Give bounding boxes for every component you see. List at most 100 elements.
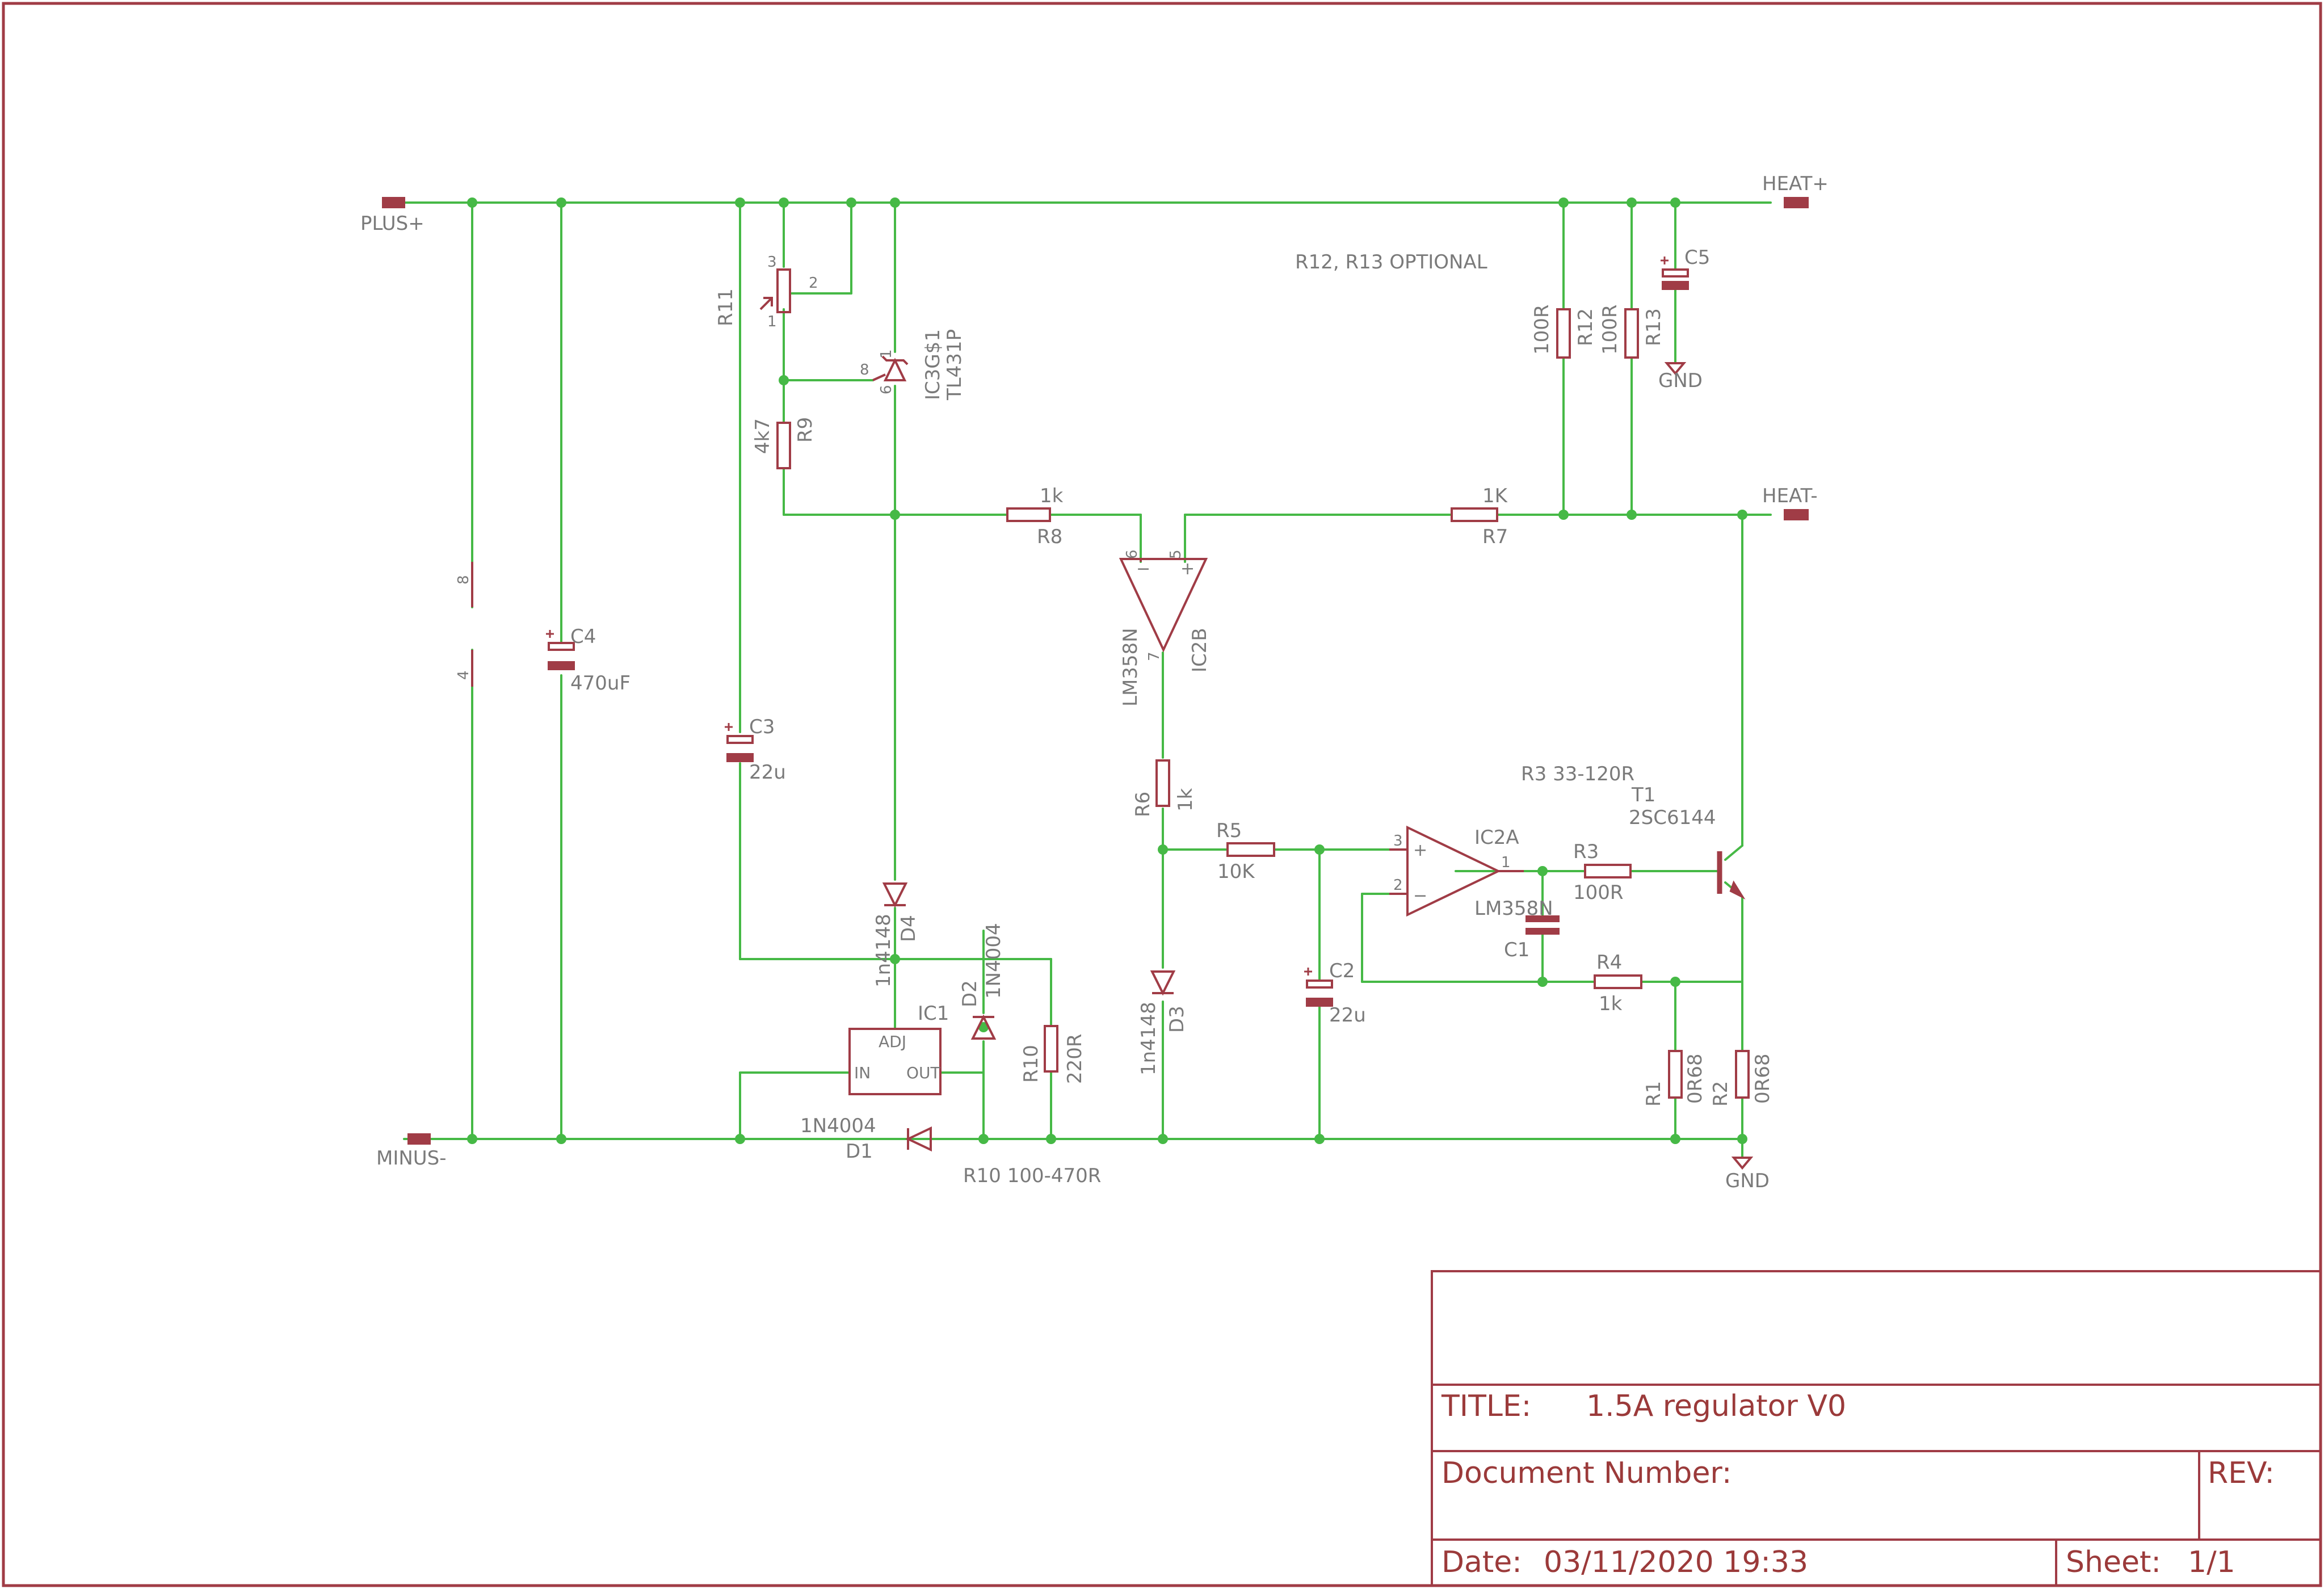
c4-name: C4 (570, 625, 596, 648)
r6-value: 1k (1174, 788, 1197, 812)
gnd-label-1: GND (1658, 369, 1703, 392)
ic2a-name: IC2A (1474, 826, 1519, 849)
r7-name: R7 (1482, 526, 1508, 548)
port-heat-minus-marker (1784, 509, 1809, 520)
d3-value: 1n4148 (1137, 1002, 1160, 1075)
ic3-pin8: 8 (860, 361, 869, 379)
diode-d4 (882, 882, 908, 908)
potentiometer-r11 (776, 268, 791, 313)
tl431-symbol (872, 355, 909, 381)
r13-name: R13 (1642, 308, 1665, 346)
c3-name: C3 (749, 716, 775, 738)
ic2a-value: LM358N (1474, 897, 1553, 920)
r12-value: 100R (1531, 304, 1553, 355)
ic2a-pin3: 3 (1393, 833, 1403, 850)
diode-d3 (1150, 970, 1176, 996)
c4-value: 470uF (570, 672, 631, 695)
ic2b-name: IC2B (1188, 628, 1211, 672)
pot-pin1: 1 (767, 313, 777, 330)
r13-value: 100R (1599, 304, 1621, 355)
c5-name: C5 (1684, 246, 1710, 269)
port-heat-plus-marker (1784, 197, 1809, 208)
resistor-r7 (1451, 507, 1498, 522)
resistor-r1 (1668, 1050, 1683, 1099)
d3-name: D3 (1166, 1006, 1188, 1033)
resistor-r3 (1584, 864, 1632, 878)
r4-value: 1k (1599, 993, 1623, 1015)
power-pin8: 8 (455, 575, 472, 585)
r5-name: R5 (1216, 819, 1242, 842)
r2-value: 0R68 (1751, 1053, 1774, 1104)
ic2a-plus: + (1413, 840, 1427, 860)
resistor-r13 (1624, 308, 1639, 359)
document-number-label: Document Number: (1442, 1456, 1732, 1490)
r10-value: 220R (1064, 1033, 1086, 1084)
resistor-r4 (1594, 974, 1642, 989)
resistor-r2 (1735, 1050, 1750, 1099)
r8-value: 1k (1040, 485, 1064, 507)
d1-value: 1N4004 (800, 1115, 876, 1137)
resistor-r10 (1044, 1025, 1058, 1073)
port-minus-label: MINUS- (376, 1147, 447, 1170)
note-optional: R12, R13 OPTIONAL (1295, 251, 1487, 274)
resistor-r12 (1556, 308, 1571, 359)
ic3-name: IC3G$1 (922, 329, 944, 400)
note-r10-range: R10 100-470R (963, 1165, 1101, 1187)
d1-name: D1 (846, 1140, 873, 1163)
c1-name: C1 (1504, 939, 1529, 961)
regulator-ic1 (848, 1028, 942, 1095)
d2-name: D2 (959, 980, 981, 1007)
title-value: 1.5A regulator V0 (1586, 1389, 1846, 1423)
r11-name: R11 (715, 288, 737, 326)
gnd-symbol-r2 (1731, 1157, 1754, 1170)
r6-name: R6 (1132, 792, 1154, 817)
resistor-r9 (776, 422, 791, 469)
note-r3-range: R3 33-120R (1521, 763, 1634, 785)
c2-value: 22u (1329, 1004, 1366, 1027)
opamp-ic2a (1406, 825, 1501, 917)
transistor-t1 (1717, 851, 1746, 899)
r3-name: R3 (1573, 840, 1599, 863)
ic3-pin1: 1 (878, 349, 895, 359)
ic2b-value: LM358N (1119, 628, 1142, 707)
capacitor-c1 (1525, 915, 1560, 935)
r3-value: 100R (1573, 881, 1624, 904)
r12-name: R12 (1574, 308, 1597, 346)
ic2a-pin1: 1 (1501, 854, 1511, 871)
power-pin4: 4 (455, 670, 472, 680)
sheet-value: 1/1 (2188, 1545, 2235, 1579)
port-plus-marker (382, 197, 405, 208)
revision-label: REV: (2208, 1456, 2275, 1490)
ic2b-plus: + (1180, 559, 1195, 579)
opamp-ic2b (1119, 558, 1208, 653)
wires (403, 201, 1772, 1159)
t1-value: 2SC6144 (1629, 806, 1716, 829)
pot-pin2: 2 (809, 275, 818, 292)
d2-value: 1N4004 (982, 923, 1005, 999)
port-plus-label: PLUS+ (360, 212, 425, 235)
port-minus-marker (407, 1133, 431, 1145)
gnd-label-2: GND (1725, 1170, 1770, 1192)
capacitor-c5 (1662, 268, 1689, 290)
date-value: 03/11/2020 19:33 (1544, 1545, 1808, 1579)
junctions (467, 197, 1747, 1144)
ic3-pin6: 6 (878, 385, 895, 394)
date-label: Date: (1442, 1545, 1522, 1579)
ic1-in: IN (854, 1063, 871, 1082)
c3-value: 22u (749, 761, 786, 784)
ic3-value: TL431P (943, 329, 966, 401)
gnd-symbol-c5 (1664, 362, 1687, 376)
r1-name: R1 (1642, 1081, 1665, 1107)
ic2b-pin6: 6 (1124, 549, 1141, 559)
d4-value: 1n4148 (872, 914, 895, 987)
resistor-r8 (1006, 507, 1051, 522)
ic2a-minus: − (1413, 886, 1427, 906)
r9-value: 4k7 (751, 418, 774, 454)
resistor-r6 (1155, 759, 1170, 807)
r10-name: R10 (1020, 1045, 1043, 1083)
capacitor-c2 (1306, 980, 1333, 1007)
ic2a-pin2: 2 (1393, 877, 1403, 894)
r8-name: R8 (1037, 526, 1062, 548)
title-block (1431, 1270, 2322, 1587)
